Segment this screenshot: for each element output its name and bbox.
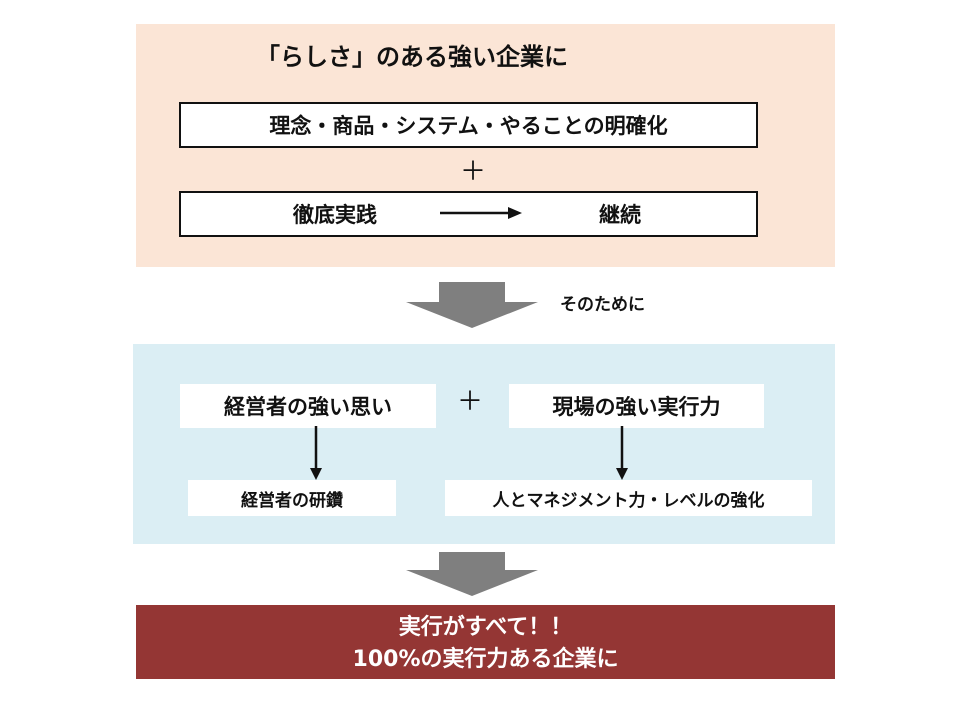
right-arrow-icon xyxy=(440,207,522,219)
manager-training-box: 経営者の研鑽 xyxy=(188,480,396,516)
people-management-label: 人とマネジメント力・レベルの強化 xyxy=(492,490,765,511)
down-arrow-icon xyxy=(406,282,538,328)
continue-label: 継続 xyxy=(599,203,641,227)
practice-label: 徹底実践 xyxy=(293,203,377,227)
down-arrow-icon xyxy=(406,552,538,596)
field-execution-box: 現場の強い実行力 xyxy=(509,384,764,428)
manager-thought-label: 経営者の強い思い xyxy=(224,395,392,419)
clarify-box: 理念・商品・システム・やることの明確化 xyxy=(179,102,758,148)
field-execution-label: 現場の強い実行力 xyxy=(552,395,721,419)
top-title: 「らしさ」のある強い企業に xyxy=(256,42,568,71)
down-arrow-small-icon xyxy=(310,426,322,480)
for-that-label: そのために xyxy=(560,294,645,315)
down-arrow-small-icon xyxy=(616,426,628,480)
bottom-panel xyxy=(136,605,835,679)
people-management-box: 人とマネジメント力・レベルの強化 xyxy=(445,480,812,516)
manager-training-label: 経営者の研鑽 xyxy=(241,490,343,511)
plus-sign-top: ＋ xyxy=(459,156,486,187)
bottom-subheadline: 100%の実行力ある企業に xyxy=(352,647,619,672)
bottom-headline: 実行がすべて！！ xyxy=(398,615,573,640)
plus-sign-middle: ＋ xyxy=(456,386,483,417)
clarify-box-label: 理念・商品・システム・やることの明確化 xyxy=(269,114,668,138)
manager-thought-box: 経営者の強い思い xyxy=(180,384,436,428)
